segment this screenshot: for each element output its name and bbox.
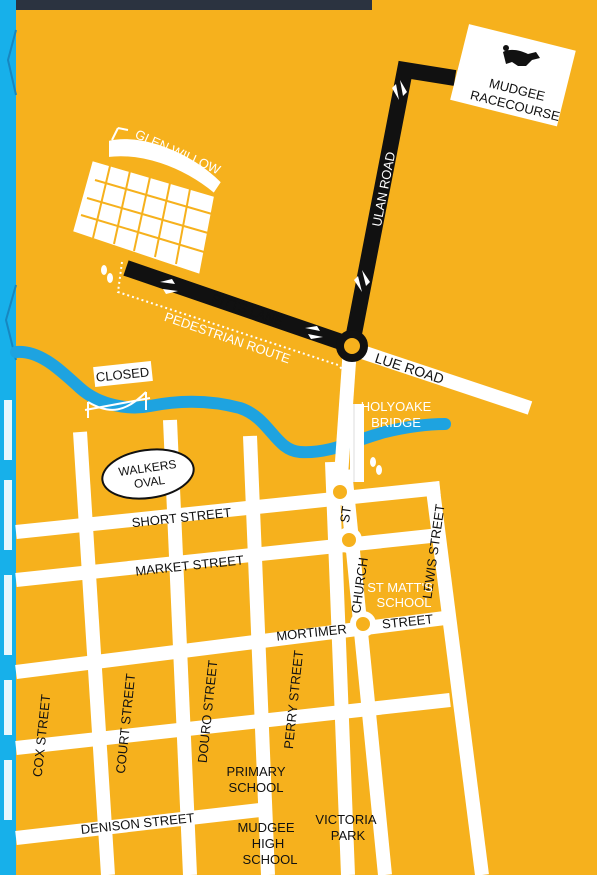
holyoake-bridge <box>350 404 364 482</box>
walkers-oval-label-2: OVAL <box>133 473 166 491</box>
mudgee-high-label-3: SCHOOL <box>243 852 298 867</box>
event-roads <box>123 60 457 353</box>
closed-label-box <box>93 361 153 387</box>
footprint-icon <box>370 457 382 475</box>
roundabouts <box>327 479 376 637</box>
two-way-arrow-icon <box>392 80 407 100</box>
primary-school-label-2: SCHOOL <box>229 780 284 795</box>
two-way-arrow-icon <box>305 326 323 339</box>
mudgee-high-label-1: MUDGEE <box>237 820 294 835</box>
mudgee-high-label-2: HIGH <box>252 836 285 851</box>
main-roundabout <box>336 330 368 362</box>
st-matts-label-1: ST MATT'S <box>367 580 433 595</box>
closed-bridge-icon <box>84 391 151 418</box>
holyoake-bridge-label-1: HOLYOAKE <box>361 399 432 414</box>
footprint-icon <box>101 265 113 283</box>
holyoake-bridge-label-2: BRIDGE <box>371 415 421 430</box>
river <box>10 345 451 459</box>
two-way-arrows <box>160 80 407 339</box>
header-bar <box>16 0 372 10</box>
st-matts-label-2: SCHOOL <box>377 595 432 610</box>
mortimer-label: MORTIMER <box>276 621 348 643</box>
mortimer-street-label: STREET <box>381 611 434 631</box>
walkers-oval-shape <box>101 448 195 500</box>
two-way-arrow-icon <box>354 270 370 292</box>
two-way-arrow-icon <box>160 279 178 294</box>
victoria-park-label-2: PARK <box>331 828 366 843</box>
pedestrian-route <box>116 261 344 371</box>
primary-school-label-1: PRIMARY <box>227 764 286 779</box>
left-border-decoration <box>0 0 17 875</box>
closed-label: CLOSED <box>95 364 150 385</box>
stadium-icon <box>70 127 224 277</box>
racecourse-box <box>450 24 576 127</box>
victoria-park-label-1: VICTORIA <box>315 812 376 827</box>
horse-racing-icon <box>503 45 540 66</box>
church-st-suffix-label: ST <box>337 505 354 524</box>
